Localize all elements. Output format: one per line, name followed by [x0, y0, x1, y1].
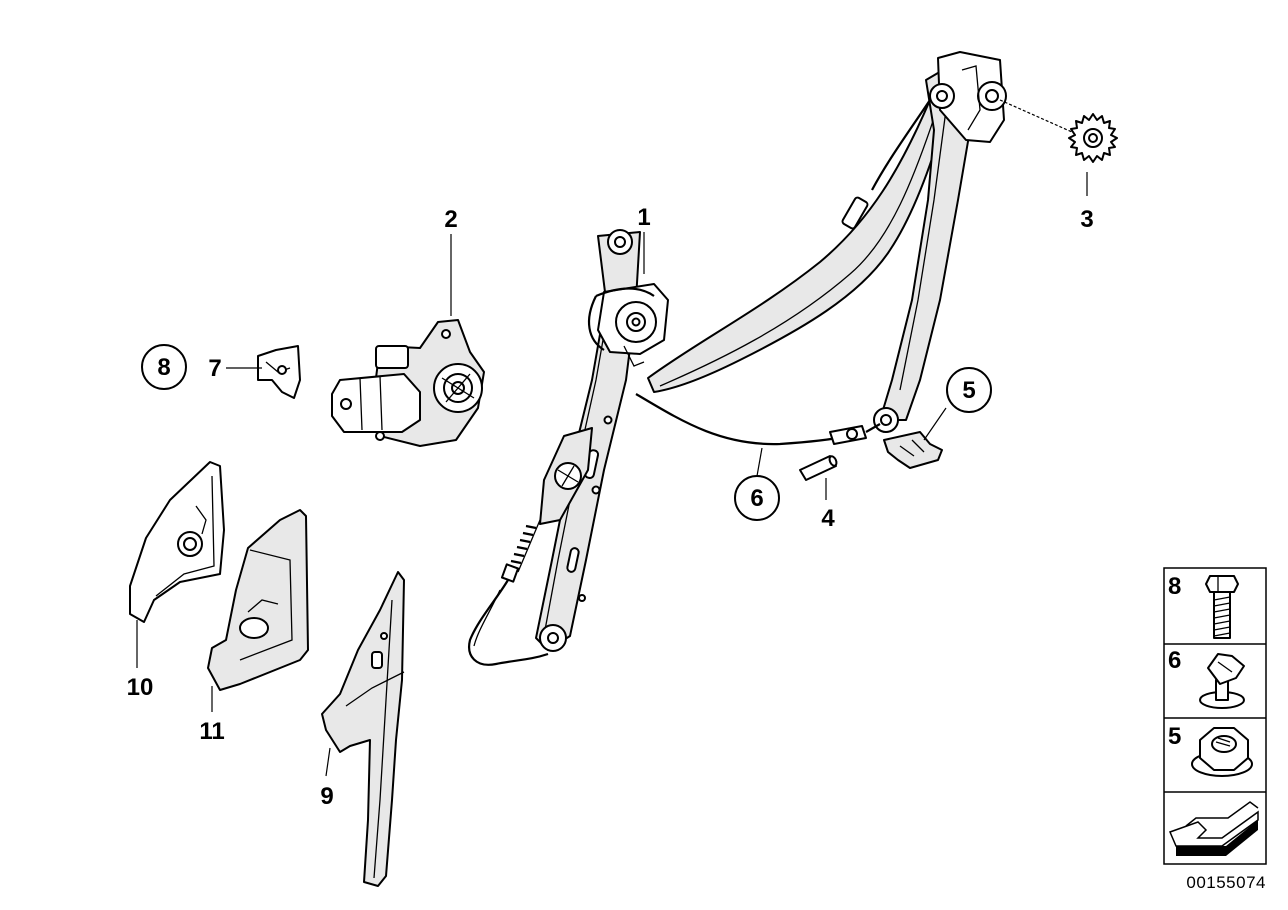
- arrow-icon: [1168, 801, 1259, 856]
- callout-4: 4: [821, 505, 835, 532]
- bolt-icon: [1205, 575, 1239, 639]
- callout-3: 3: [1080, 206, 1093, 233]
- legend-label-8: 8: [1168, 573, 1181, 600]
- clip-part-7: [257, 345, 301, 399]
- hex-nut-icon: [1191, 727, 1253, 777]
- callout-7: 7: [208, 355, 221, 382]
- callout-circle-6: [734, 475, 780, 521]
- sprocket-gear: [1068, 113, 1118, 163]
- callout-6: 6: [750, 485, 763, 512]
- cable-sleeve: [799, 455, 838, 481]
- parts-legend: 8 6 5: [1163, 567, 1267, 865]
- callout-2: 2: [444, 206, 457, 233]
- callout-circle-5: [946, 367, 992, 413]
- window-motor: [331, 319, 485, 447]
- window-channel-9: [321, 571, 405, 887]
- legend-label-6: 6: [1168, 647, 1181, 674]
- legend-label-5: 5: [1168, 723, 1181, 750]
- trim-panel-10: [129, 461, 225, 623]
- diagram-number: 00155074: [1186, 873, 1266, 892]
- callout-10: 10: [127, 674, 154, 701]
- lower-bracket: [883, 431, 943, 469]
- callout-8: 8: [157, 354, 170, 381]
- callout-1: 1: [637, 204, 650, 231]
- callout-9: 9: [320, 783, 333, 810]
- callout-5: 5: [962, 377, 975, 404]
- clip-icon: [1199, 653, 1245, 709]
- window-regulator-assembly: [468, 51, 1007, 666]
- callout-circle-8: [141, 344, 187, 390]
- bracket-11: [207, 509, 309, 691]
- callout-11: 11: [199, 718, 224, 745]
